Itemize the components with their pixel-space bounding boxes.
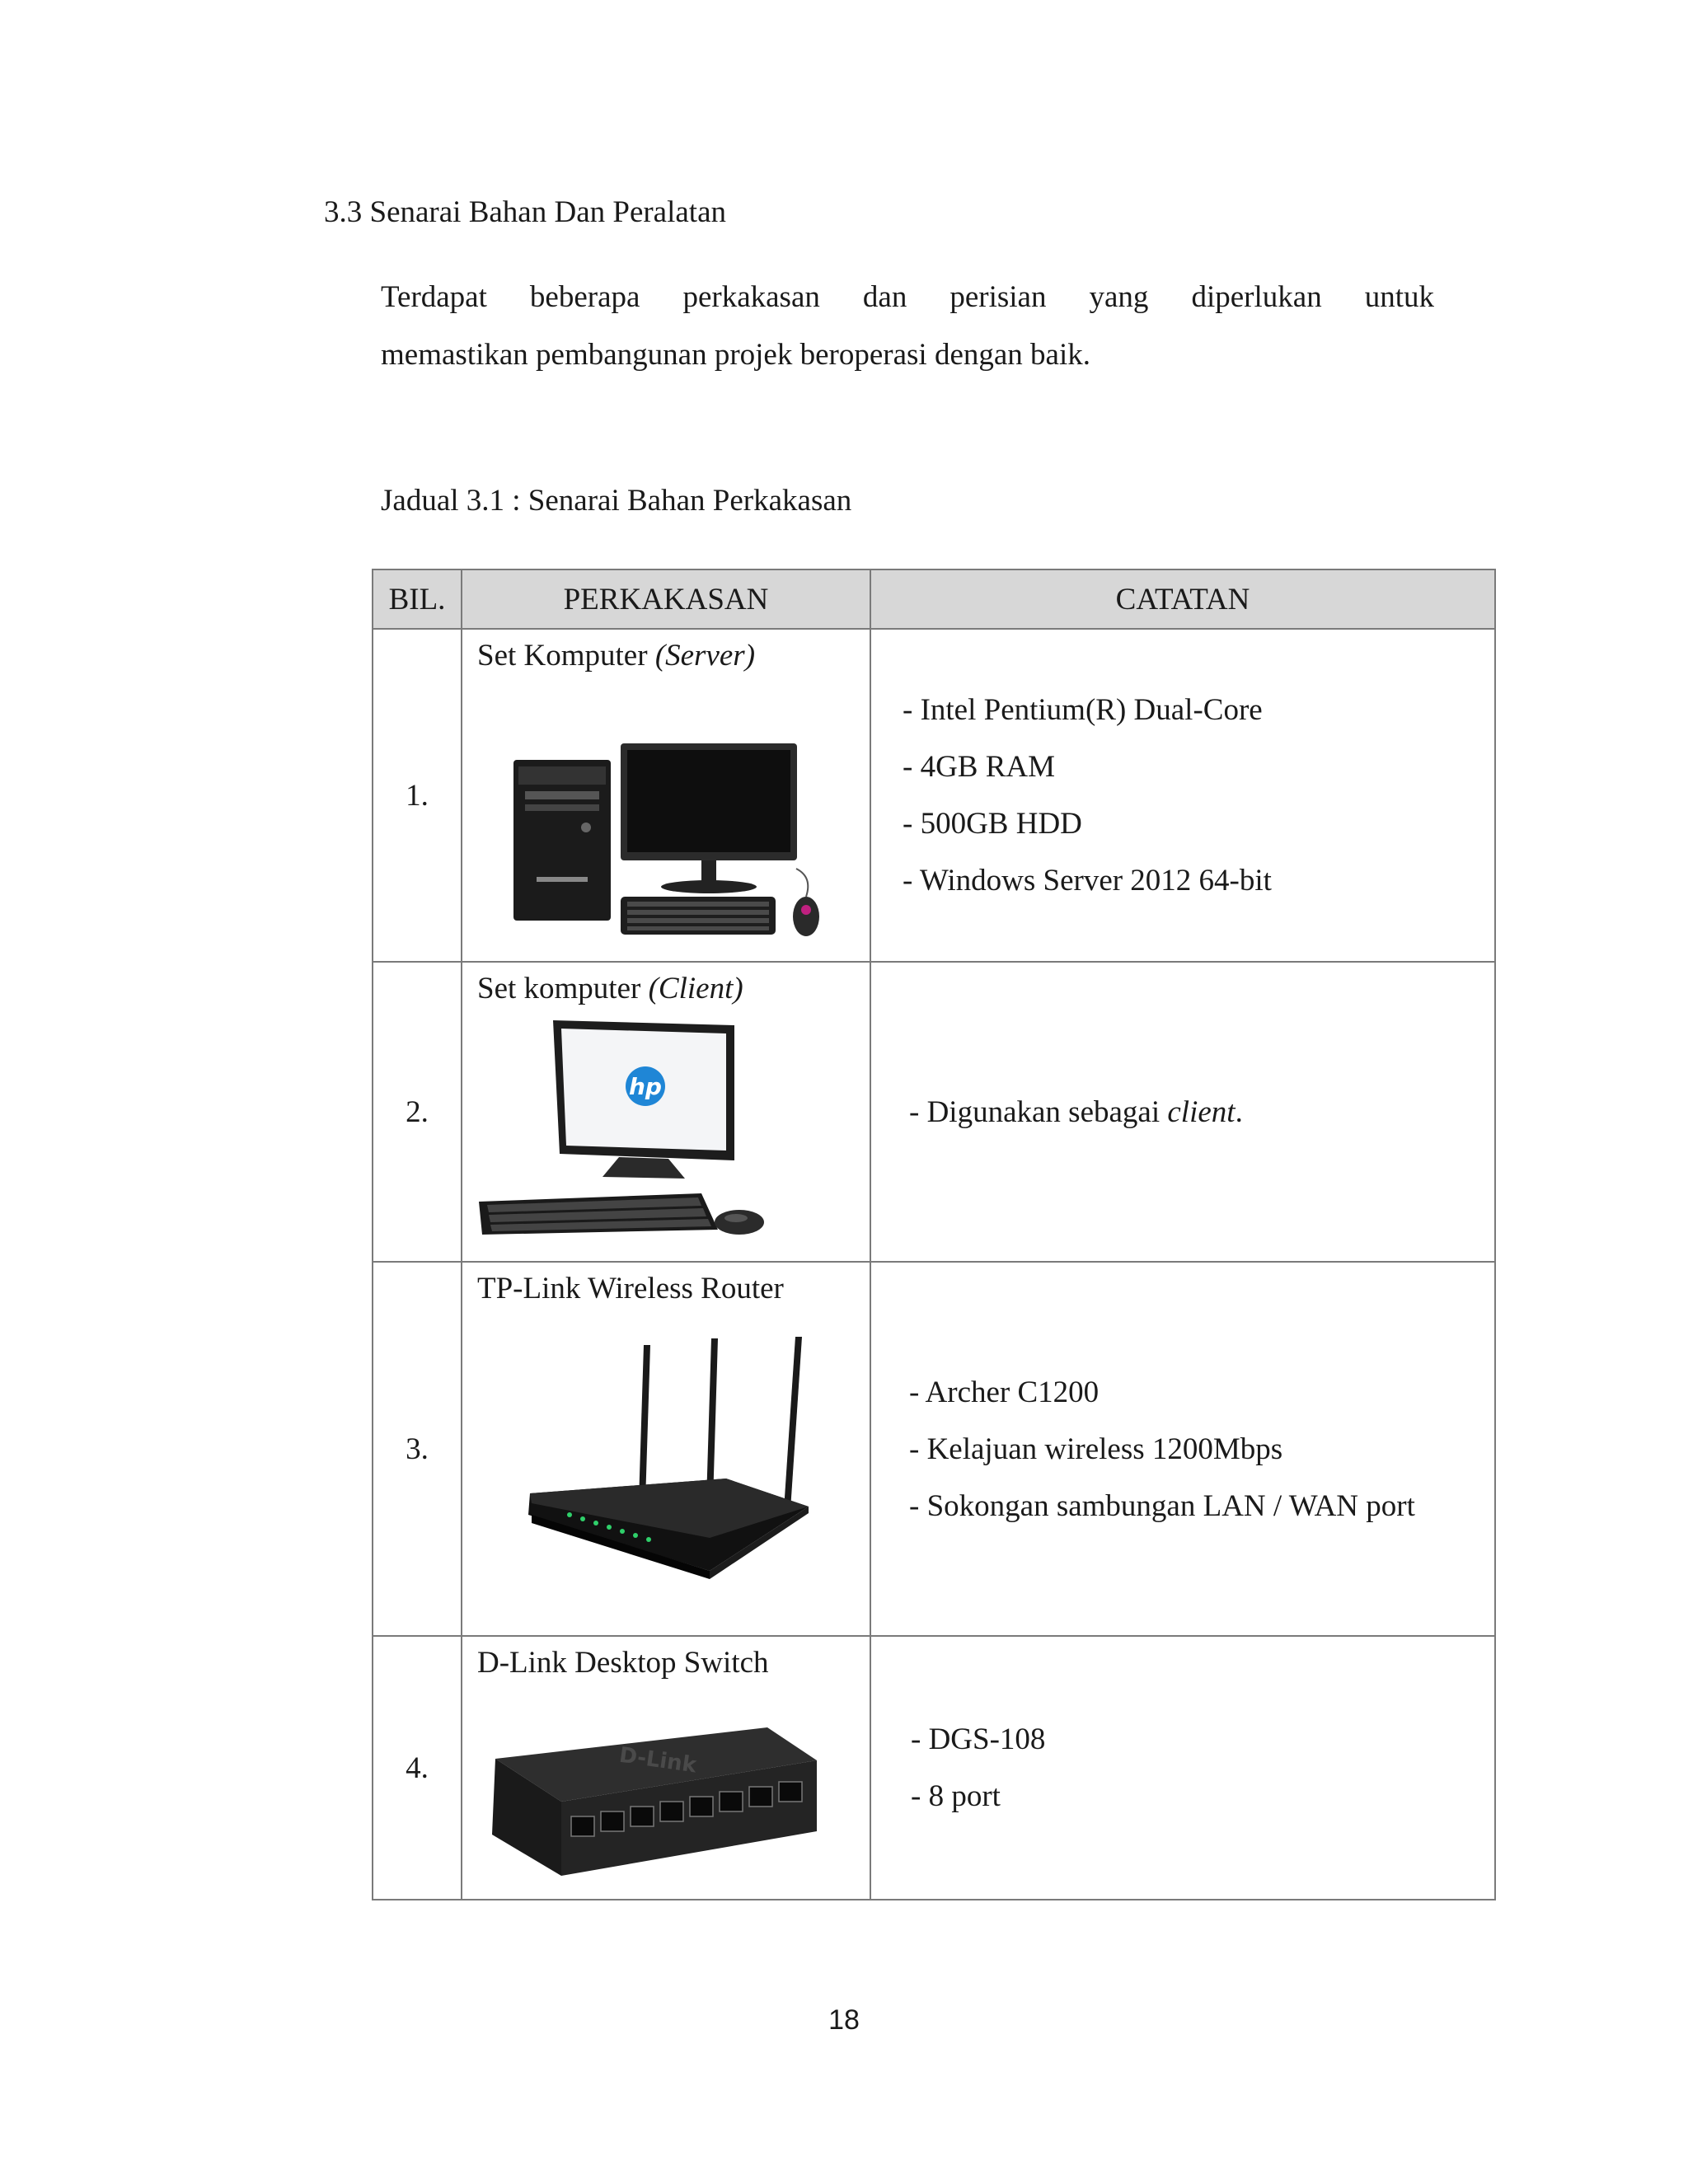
item-title: Set komputer (Client) <box>477 972 743 1005</box>
notes-cell: - DGS-108 - 8 port <box>870 1635 1496 1900</box>
row-number: 3. <box>372 1261 462 1637</box>
wireless-router-icon <box>528 1337 809 1579</box>
intro-paragraph-line-1: Terdapat beberapa perkakasan dan perisia… <box>381 280 1434 314</box>
page-number: 18 <box>828 2004 860 2036</box>
hp-client-computer-icon: hp <box>479 1020 764 1235</box>
item-cell: TP-Link Wireless Router <box>461 1261 871 1637</box>
notes-list: - Intel Pentium(R) Dual-Core - 4GB RAM -… <box>871 682 1494 909</box>
note-item: - Kelajuan wireless 1200Mbps <box>909 1432 1283 1466</box>
item-cell: D-Link Desktop Switch D-Link <box>461 1635 871 1900</box>
header-bil: BIL. <box>372 569 462 630</box>
note-item: - Intel Pentium(R) Dual-Core <box>903 693 1263 727</box>
row-number: 4. <box>372 1635 462 1900</box>
header-perkakasan: PERKAKASAN <box>461 569 871 630</box>
table-row: 1. Set Komputer (Server) <box>372 628 1496 963</box>
note-item: - 500GB HDD <box>903 807 1082 841</box>
notes-cell: - Archer C1200 - Kelajuan wireless 1200M… <box>870 1261 1496 1637</box>
section-heading: 3.3 Senarai Bahan Dan Peralatan <box>324 195 727 229</box>
hp-logo-text: hp <box>629 1073 662 1100</box>
notes-list: - Archer C1200 - Kelajuan wireless 1200M… <box>871 1364 1494 1535</box>
note-item: - Digunakan sebagai client. <box>909 1094 1243 1129</box>
table-row: 2. Set komputer (Client) hp <box>372 961 1496 1263</box>
desktop-server-computer-icon <box>513 743 819 936</box>
table-row: 3. TP-Link Wireless Router <box>372 1261 1496 1637</box>
item-title: D-Link Desktop Switch <box>477 1646 769 1680</box>
note-item: - DGS-108 <box>911 1722 1046 1756</box>
item-title: Set Komputer (Server) <box>477 639 756 673</box>
notes-cell: - Digunakan sebagai client. <box>870 961 1496 1263</box>
item-cell: Set Komputer (Server) <box>461 628 871 963</box>
note-item: - 8 port <box>911 1779 1001 1813</box>
row-number: 1. <box>372 628 462 963</box>
equipment-table: BIL. PERKAKASAN CATATAN 1. Set Komputer … <box>372 569 1496 1900</box>
notes-list: - DGS-108 - 8 port <box>871 1711 1494 1825</box>
table-caption: Jadual 3.1 : Senarai Bahan Perkakasan <box>381 484 852 518</box>
network-switch-icon: D-Link <box>492 1727 817 1876</box>
table-row: 4. D-Link Desktop Switch D-Link <box>372 1635 1496 1900</box>
notes-list: - Digunakan sebagai client. <box>871 1084 1494 1141</box>
note-item: - 4GB RAM <box>903 750 1056 784</box>
header-catatan: CATATAN <box>870 569 1496 630</box>
item-title: TP-Link Wireless Router <box>477 1272 784 1305</box>
note-item: - Archer C1200 <box>909 1375 1100 1409</box>
row-number: 2. <box>372 961 462 1263</box>
note-item: - Windows Server 2012 64-bit <box>903 864 1272 898</box>
intro-paragraph-line-2: memastikan pembangunan projek beroperasi… <box>381 338 1090 372</box>
table-header-row: BIL. PERKAKASAN CATATAN <box>372 569 1496 630</box>
item-cell: Set komputer (Client) hp <box>461 961 871 1263</box>
note-item: - Sokongan sambungan LAN / WAN port <box>909 1488 1415 1523</box>
notes-cell: - Intel Pentium(R) Dual-Core - 4GB RAM -… <box>870 628 1496 963</box>
